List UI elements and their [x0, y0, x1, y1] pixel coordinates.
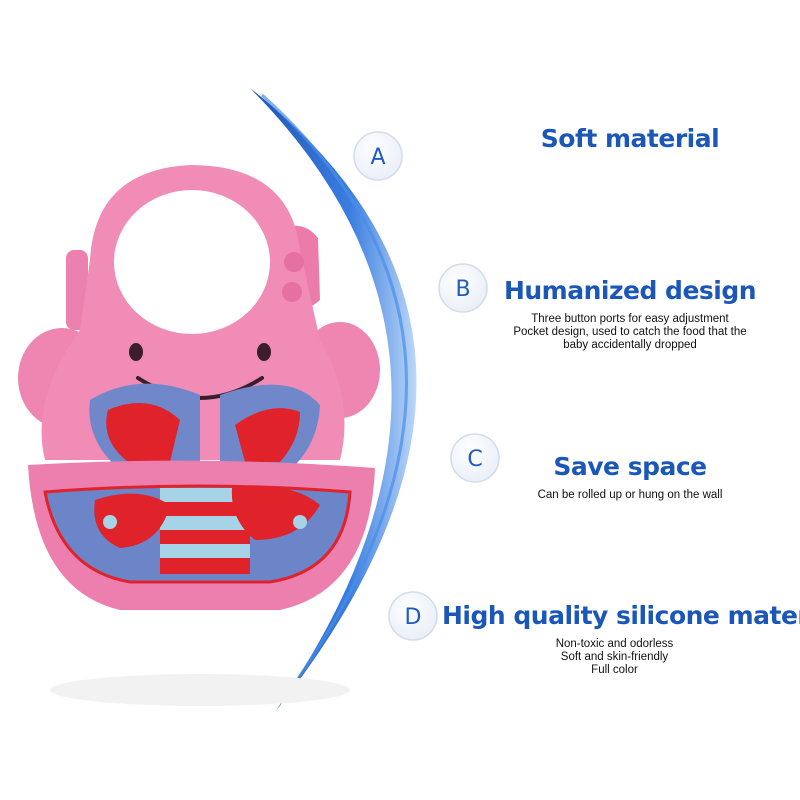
- bib-dot: [103, 515, 117, 529]
- feature-a: Soft material: [470, 124, 790, 153]
- svg-text:B: B: [455, 277, 470, 302]
- badge-a: A: [353, 131, 403, 181]
- svg-text:A: A: [370, 145, 385, 170]
- feature-c-line: Can be rolled up or hung on the wall: [537, 489, 723, 501]
- bib-stripe: [160, 516, 250, 530]
- badge-b: B: [438, 263, 488, 313]
- bib-eye-left: [129, 343, 143, 361]
- bib-stripe: [160, 558, 250, 574]
- bib-dot: [293, 515, 307, 529]
- bib-eye-right: [257, 343, 271, 361]
- svg-text:C: C: [467, 447, 482, 472]
- feature-d-line: Non-toxic and odorless: [555, 638, 674, 650]
- bib-neck-hole: [114, 190, 270, 334]
- bib-button-bottom: [282, 282, 302, 302]
- feature-b: Humanized design Three button ports for …: [470, 276, 790, 352]
- bib-strap-left: [66, 250, 88, 330]
- bib-stripe: [160, 488, 250, 502]
- feature-a-title: Soft material: [540, 124, 720, 153]
- feature-b-line: baby accidentally dropped: [563, 339, 697, 351]
- badge-c: C: [450, 433, 500, 483]
- bib-stripe: [160, 502, 250, 516]
- feature-d: High quality silicone materia Non-toxic …: [442, 601, 800, 677]
- svg-text:D: D: [405, 605, 422, 630]
- blue-crescent-inner: [260, 93, 408, 701]
- badge-d: D: [388, 591, 438, 641]
- bib-shadow: [50, 674, 350, 706]
- bib-stripe: [160, 544, 250, 558]
- bib-stripe: [160, 530, 250, 544]
- feature-b-line: Pocket design, used to catch the food th…: [513, 326, 747, 338]
- bib-wing-left-red: [106, 402, 180, 462]
- feature-b-line: Three button ports for easy adjustment: [531, 313, 729, 325]
- feature-d-line: Full color: [591, 664, 638, 676]
- feature-b-title: Humanized design: [503, 276, 757, 305]
- feature-d-line: Soft and skin-friendly: [560, 651, 669, 663]
- feature-d-title: High quality silicone materia: [442, 601, 800, 630]
- bib-lower-wing-left: [94, 493, 170, 548]
- bib-wing-right-red: [235, 408, 300, 462]
- feature-c: Save space Can be rolled up or hung on t…: [470, 452, 790, 502]
- bib-button-top: [284, 252, 304, 272]
- feature-c-title: Save space: [553, 452, 707, 481]
